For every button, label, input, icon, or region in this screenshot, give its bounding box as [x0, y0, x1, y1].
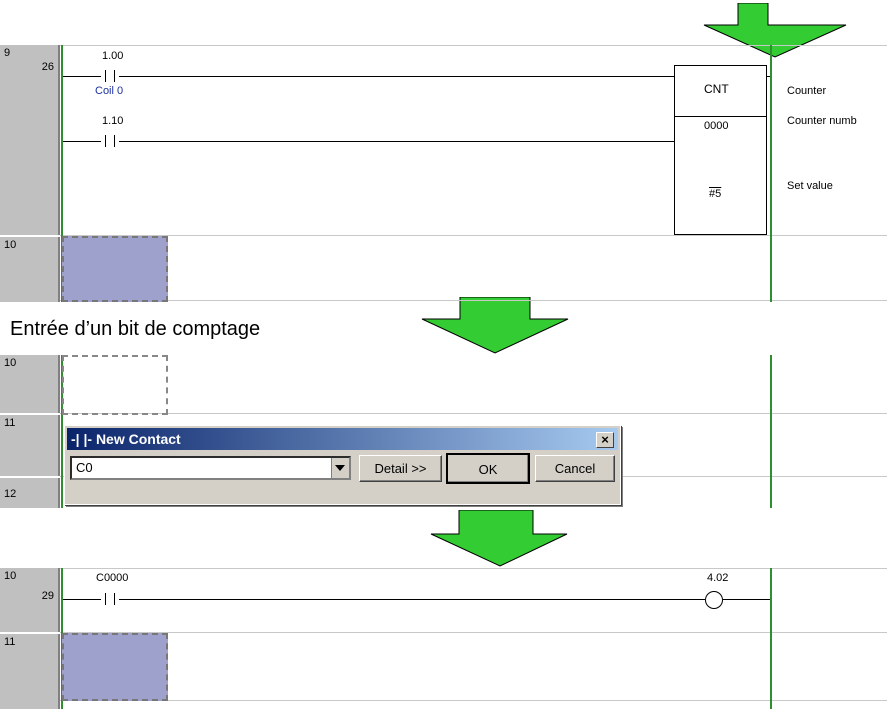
ladder-panel-3: 10 29 11 C0000 4.02: [0, 568, 887, 709]
combo-dropdown-button[interactable]: [331, 458, 349, 478]
row-divider: [60, 235, 887, 236]
rung-number-cell[interactable]: 9 26: [0, 45, 60, 235]
operand-comment-counter: Counter: [787, 85, 827, 97]
rung-number-cell[interactable]: 11: [0, 634, 60, 709]
wire: [119, 599, 705, 600]
chevron-down-icon: [335, 465, 345, 471]
operand-input[interactable]: C0: [76, 460, 93, 475]
wire: [63, 76, 101, 77]
divider: [675, 116, 766, 117]
close-icon: ×: [601, 432, 609, 447]
right-power-rail: [770, 45, 772, 302]
ladder-panel-1: 9 26 10 1.00 Coil 0 1.10 CNT 0000 #5 Cou…: [0, 45, 887, 302]
left-power-rail: [61, 45, 63, 302]
counter-instruction-box[interactable]: CNT 0000 #5: [674, 65, 767, 235]
contact-address: 1.10: [102, 115, 124, 127]
wire: [119, 141, 674, 142]
rung-number: 9: [4, 47, 11, 59]
step-caption: Entrée d’un bit de comptage: [10, 318, 261, 340]
contact-no-2[interactable]: [101, 135, 119, 147]
ladder-panel-2: 10 11 12 -| |- New Contact × C0 Detail >…: [0, 355, 887, 508]
left-power-rail: [61, 355, 63, 508]
row-divider: [60, 300, 887, 301]
set-value-operand: #5: [709, 188, 722, 200]
wire: [63, 141, 101, 142]
contact-address: 1.00: [102, 50, 124, 62]
counter-number-operand: 0000: [704, 120, 729, 132]
rung-number-cell[interactable]: 10: [0, 237, 60, 302]
contact-comment: Coil 0: [95, 85, 124, 97]
operand-comment-counter-number: Counter numb: [787, 115, 857, 127]
dialog-titlebar[interactable]: -| |- New Contact ×: [67, 428, 618, 450]
cancel-button[interactable]: Cancel: [535, 455, 615, 482]
down-arrow-1: [703, 3, 847, 58]
row-divider: [60, 45, 887, 46]
down-arrow-2: [421, 297, 569, 354]
row-divider: [60, 700, 887, 701]
instruction-mnemonic: CNT: [704, 82, 729, 96]
rung-number: 11: [4, 636, 16, 648]
wire: [119, 76, 674, 77]
rung-number-cell[interactable]: 11: [0, 415, 60, 476]
output-coil[interactable]: [705, 591, 723, 609]
operand-combobox[interactable]: C0: [70, 456, 351, 480]
dialog-title: -| |- New Contact: [71, 431, 181, 447]
down-arrow-3: [430, 510, 568, 567]
step-number: 26: [41, 61, 54, 73]
contact-no[interactable]: [101, 593, 119, 605]
rung-number-cell[interactable]: 10 29: [0, 568, 60, 632]
rung-number-cell[interactable]: 12: [0, 478, 60, 508]
rung-number: 10: [4, 570, 17, 582]
row-divider: [60, 632, 887, 633]
rung-number: 10: [4, 239, 17, 251]
rung-number: 11: [4, 417, 16, 429]
wire: [723, 599, 770, 600]
rung-number: 12: [4, 488, 17, 500]
rung-number-cell[interactable]: 10: [0, 355, 60, 413]
ok-button[interactable]: OK: [446, 453, 530, 484]
right-power-rail: [770, 568, 772, 709]
row-divider: [60, 413, 887, 414]
wire: [63, 599, 101, 600]
selection-cursor[interactable]: [62, 633, 168, 701]
right-power-rail: [770, 355, 772, 508]
selection-cursor[interactable]: [62, 236, 168, 302]
contact-no-1[interactable]: [101, 70, 119, 82]
operand-comment-set-value: Set value: [787, 180, 833, 192]
new-contact-dialog: -| |- New Contact × C0 Detail >> OK Canc…: [64, 425, 621, 505]
rung-number: 10: [4, 357, 17, 369]
close-button[interactable]: ×: [596, 432, 614, 448]
selection-cursor[interactable]: [62, 355, 168, 415]
coil-address: 4.02: [707, 572, 729, 584]
detail-button[interactable]: Detail >>: [359, 455, 442, 482]
wire: [767, 76, 770, 77]
row-divider: [60, 568, 887, 569]
step-number: 29: [41, 590, 54, 602]
contact-address: C0000: [96, 572, 129, 584]
